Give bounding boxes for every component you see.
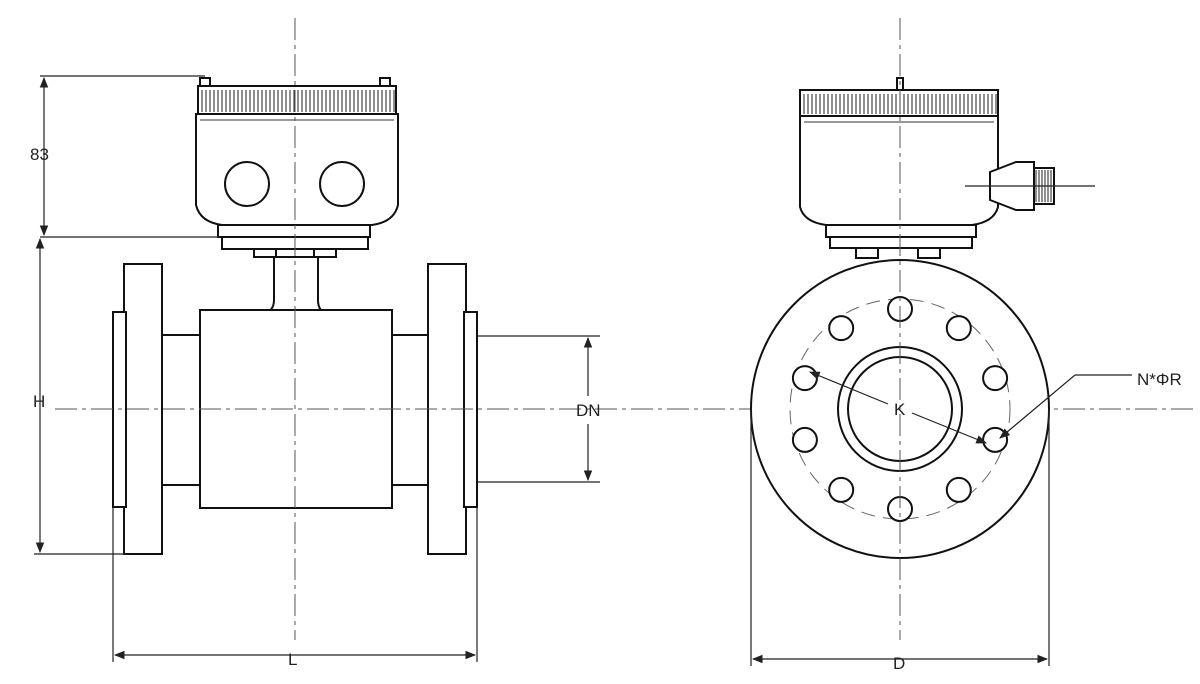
side-converter-head [799,77,1095,259]
side-knurled-cap [799,89,999,117]
dim-dn-label: DN [576,401,601,420]
cable-gland-right [319,161,365,207]
dimension-dn: DN [478,335,601,483]
dim-83-label: 83 [30,145,49,164]
bolt-hole [982,426,1009,453]
dimension-k: K [809,371,988,444]
dimension-bolt-holes: N*ΦR [999,370,1182,439]
dim-l-label: L [288,650,297,669]
bolt-hole [945,476,972,503]
bolt-hole [945,315,972,342]
cable-gland-left [224,161,270,207]
bolt-hole [791,365,818,392]
dimension-h: H [33,237,126,555]
front-housing [195,113,399,226]
side-view: K N*ΦR D [750,18,1182,673]
dim-d-label: D [893,654,905,673]
dimension-l: L [112,507,478,669]
bolt-hole [791,426,818,453]
dimension-83: 83 [30,75,220,238]
front-view: 83 H L DN [30,18,1195,669]
bolt-hole [828,315,855,342]
front-knurled-cap [197,85,397,115]
dimension-d: D [750,409,1050,673]
front-converter-head [195,77,399,315]
dim-k-label: K [894,400,906,419]
dim-h-label: H [33,392,45,411]
dim-bolt-label: N*ΦR [1137,370,1182,389]
side-housing [799,115,999,226]
bolt-hole [982,365,1009,392]
bolt-hole [828,476,855,503]
